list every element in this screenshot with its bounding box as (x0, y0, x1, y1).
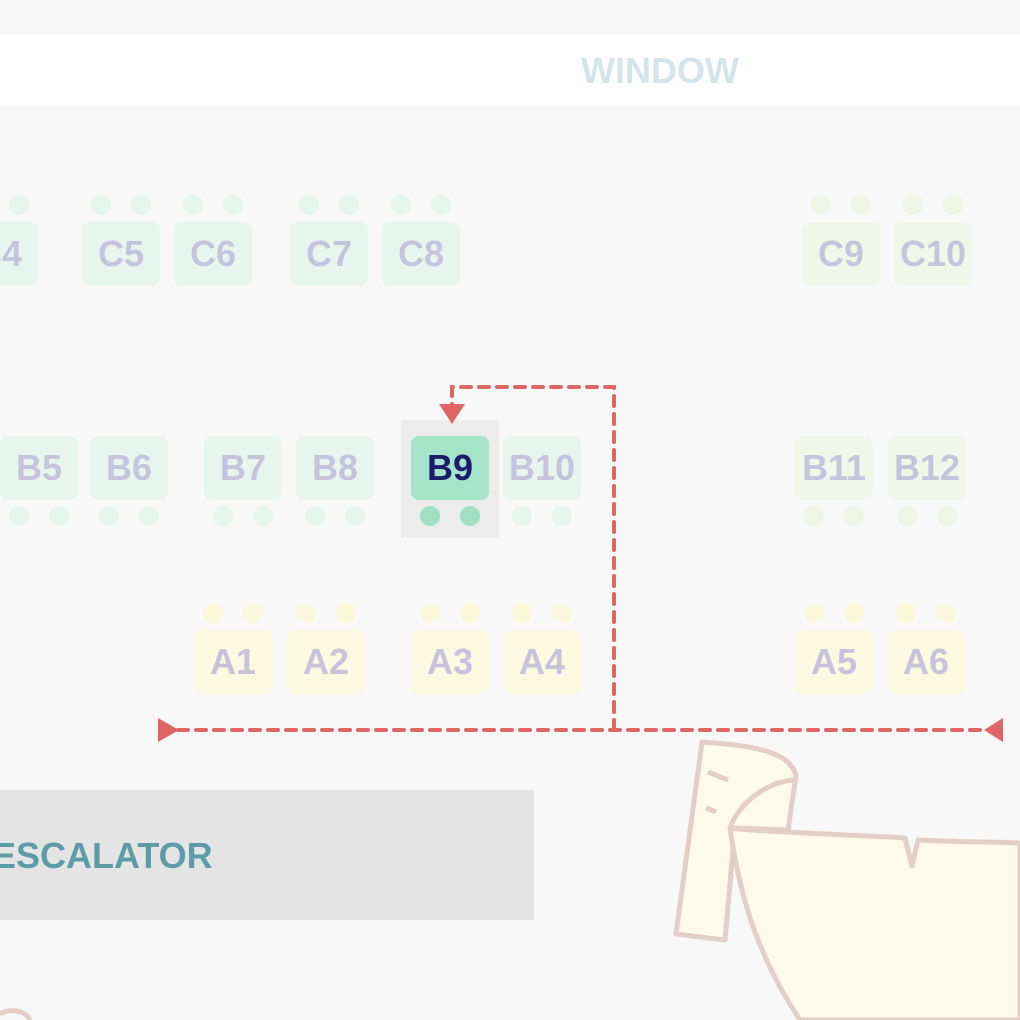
chair-icon (305, 506, 325, 526)
escalator-area (0, 790, 534, 920)
seat-a6[interactable]: A6 (887, 630, 965, 694)
chair-icon (213, 506, 233, 526)
arrow-left-icon (158, 718, 179, 742)
seat-b6[interactable]: B6 (90, 436, 168, 500)
escalator-label: ESCALATOR (0, 835, 213, 876)
chair-icon (844, 506, 864, 526)
seat-b8[interactable]: B8 (296, 436, 374, 500)
chair-icon (223, 195, 243, 215)
seat-b5[interactable]: B5 (0, 436, 78, 500)
arrow-down-icon (439, 404, 465, 424)
chair-icon (9, 195, 29, 215)
chair-icon (345, 506, 365, 526)
chair-icon (420, 506, 440, 526)
scroll-illustration (0, 739, 1020, 1020)
chair-icon (91, 195, 111, 215)
seat-c7[interactable]: C7 (290, 222, 368, 286)
chair-icon (9, 506, 29, 526)
chair-icon (99, 506, 119, 526)
chair-icon (552, 506, 572, 526)
seat-a1[interactable]: A1 (194, 630, 272, 694)
seat-a2[interactable]: A2 (287, 630, 365, 694)
chair-icon (897, 506, 917, 526)
chair-icon (851, 195, 871, 215)
chair-icon (943, 195, 963, 215)
chair-icon (804, 506, 824, 526)
seat-c4[interactable]: C4 (0, 222, 38, 286)
chair-icon (49, 506, 69, 526)
chair-icon (336, 603, 356, 623)
chair-icon (804, 603, 824, 623)
seat-b10[interactable]: B10 (503, 436, 581, 500)
chair-icon (420, 603, 440, 623)
chair-icon (460, 603, 480, 623)
seat-b11[interactable]: B11 (795, 436, 873, 500)
chair-icon (183, 195, 203, 215)
chair-icon (296, 603, 316, 623)
window-bar (0, 35, 1020, 105)
chair-icon (460, 506, 480, 526)
seat-b7[interactable]: B7 (204, 436, 282, 500)
arrow-right-icon (984, 718, 1003, 742)
seat-c9[interactable]: C9 (802, 222, 880, 286)
chair-icon (512, 603, 532, 623)
chair-icon (299, 195, 319, 215)
chair-icon (431, 195, 451, 215)
seat-a5[interactable]: A5 (795, 630, 873, 694)
chair-icon (896, 603, 916, 623)
chair-icon (339, 195, 359, 215)
route-path (176, 385, 987, 732)
seat-b9[interactable]: B9 (411, 436, 489, 500)
chair-icon (253, 506, 273, 526)
chair-icon (903, 195, 923, 215)
window-label: WINDOW (581, 50, 739, 91)
chair-icon (552, 603, 572, 623)
chair-icon (203, 603, 223, 623)
chair-icon (844, 603, 864, 623)
seat-c5[interactable]: C5 (82, 222, 160, 286)
chair-icon (937, 506, 957, 526)
chair-icon (936, 603, 956, 623)
chair-icon (139, 506, 159, 526)
seat-c10[interactable]: C10 (894, 222, 972, 286)
chair-icon (131, 195, 151, 215)
seat-a3[interactable]: A3 (411, 630, 489, 694)
chair-icon (243, 603, 263, 623)
seat-a4[interactable]: A4 (503, 630, 581, 694)
seat-c8[interactable]: C8 (382, 222, 460, 286)
chair-icon (391, 195, 411, 215)
seat-b12[interactable]: B12 (888, 436, 966, 500)
chair-icon (811, 195, 831, 215)
chair-icon (512, 506, 532, 526)
seat-c6[interactable]: C6 (174, 222, 252, 286)
